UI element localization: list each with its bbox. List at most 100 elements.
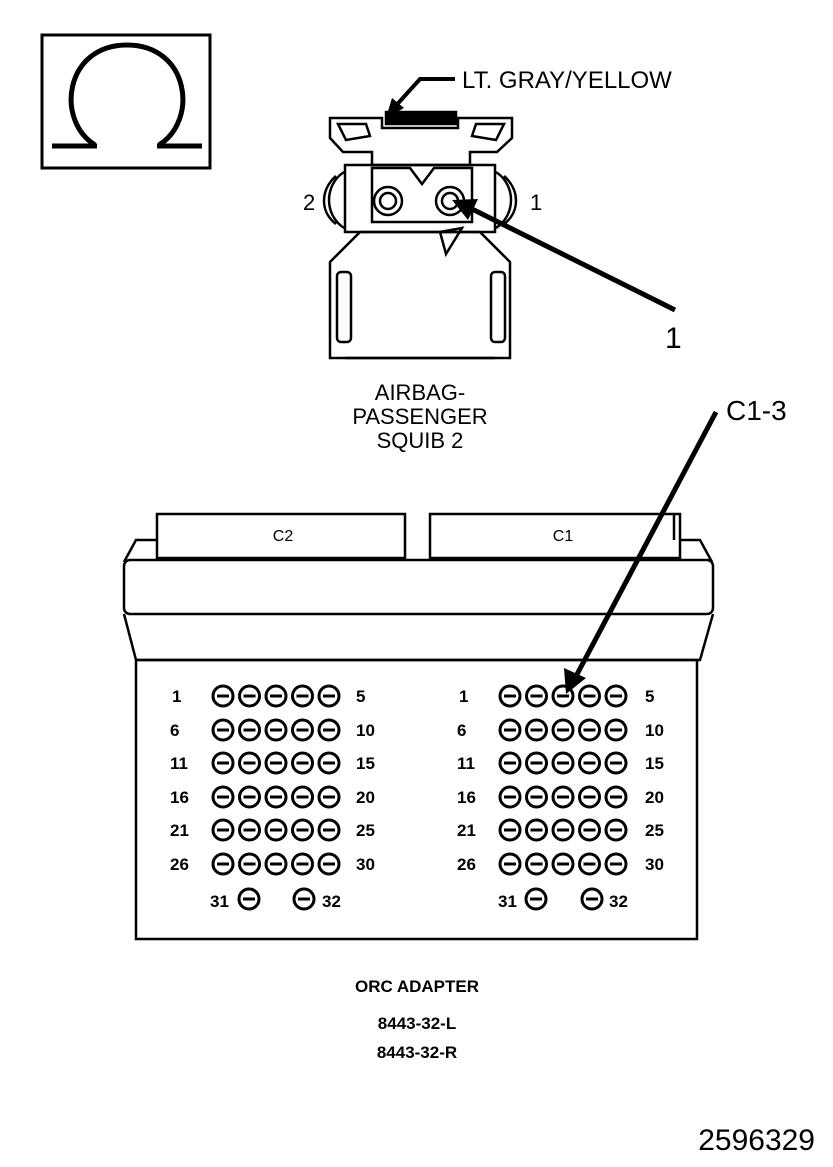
c1-row-start-label: 6 <box>457 721 466 740</box>
pin-sockets <box>211 684 628 911</box>
c2-pin-socket <box>264 751 288 775</box>
c1-pin-socket <box>551 818 575 842</box>
c2-pin-socket <box>237 887 261 911</box>
c2-row-end-label: 25 <box>356 821 375 840</box>
c2-pin-socket <box>317 818 341 842</box>
c1-pin-socket <box>551 751 575 775</box>
squib-pin-1-label: 1 <box>530 190 542 215</box>
c1-row-end-label: 15 <box>645 754 664 773</box>
c1-pin-socket <box>498 684 522 708</box>
c2-pin-31-label: 31 <box>210 892 229 911</box>
connector-c1-label: C1 <box>553 528 574 545</box>
c2-pin-socket <box>211 751 235 775</box>
c2-pin-socket <box>264 785 288 809</box>
c2-row-start-label: 26 <box>170 855 189 874</box>
c1-pin-socket <box>604 852 628 876</box>
callout-c1-3-label: C1-3 <box>726 395 787 426</box>
c2-pin-socket <box>291 785 314 809</box>
c2-row-end-label: 30 <box>356 855 375 874</box>
connector-c2-label: C2 <box>273 528 294 545</box>
callout-1-label: 1 <box>665 322 682 355</box>
c2-pin-socket <box>291 852 314 876</box>
c2-pin-socket <box>211 818 235 842</box>
callout-1-arrow <box>452 199 677 313</box>
c1-pin-socket <box>578 718 601 742</box>
c1-pin-socket <box>551 684 575 708</box>
orc-adapter-body <box>122 512 715 941</box>
c1-pin-socket <box>525 751 548 775</box>
c1-pin-socket <box>524 887 548 911</box>
c2-pin-socket <box>211 785 235 809</box>
c2-pin-socket <box>238 852 261 876</box>
c1-row-end-label: 5 <box>645 687 654 706</box>
c2-row-end-label: 5 <box>356 687 365 706</box>
wire-color-label: LT. GRAY/YELLOW <box>462 67 672 94</box>
c2-pin-32-label: 32 <box>322 892 341 911</box>
c2-pin-socket <box>317 684 341 708</box>
c2-pin-socket <box>291 684 314 708</box>
c2-row-start-label: 21 <box>170 821 189 840</box>
c1-pin-socket <box>604 818 628 842</box>
c2-row-end-label: 20 <box>356 788 375 807</box>
connector-c1-pins: 1 6 11 16 21 26 5 10 15 20 25 30 31 32 <box>457 687 664 911</box>
c2-row-start-label: 11 <box>170 754 188 773</box>
c1-row-start-label: 11 <box>457 754 475 773</box>
squib-connector <box>322 110 518 360</box>
c1-row-end-label: 30 <box>645 855 664 874</box>
c1-row-start-label: 21 <box>457 821 476 840</box>
c1-pin-socket <box>551 785 575 809</box>
wire-color-leader <box>386 77 455 118</box>
figure-id: 2596329 <box>698 1124 815 1157</box>
c1-pin-socket <box>498 718 522 742</box>
c1-pin-socket <box>604 718 628 742</box>
c2-pin-socket <box>238 818 261 842</box>
ohm-symbol-box <box>40 33 212 170</box>
c2-row-end-label: 10 <box>356 721 375 740</box>
c2-pin-socket <box>317 852 341 876</box>
c1-row-start-label: 1 <box>459 687 468 706</box>
adapter-part-number-right: 8443-32-R <box>377 1043 457 1062</box>
c1-pin-socket <box>525 852 548 876</box>
c1-row-end-label: 25 <box>645 821 664 840</box>
c2-pin-socket <box>264 852 288 876</box>
c2-pin-socket <box>291 818 314 842</box>
c2-pin-socket <box>317 751 341 775</box>
c2-pin-socket <box>317 718 341 742</box>
c2-pin-socket <box>317 785 341 809</box>
c1-pin-socket <box>498 818 522 842</box>
c2-row-start-label: 6 <box>170 721 179 740</box>
c1-pin-socket <box>498 852 522 876</box>
c1-pin-socket <box>578 785 601 809</box>
c1-pin-socket <box>498 751 522 775</box>
c2-pin-socket <box>291 751 314 775</box>
c2-pin-socket <box>211 852 235 876</box>
squib-title-line-3: SQUIB 2 <box>377 428 464 453</box>
c1-pin-socket <box>604 785 628 809</box>
c1-pin-socket <box>578 818 601 842</box>
squib-title-line-1: AIRBAG- <box>375 380 465 405</box>
adapter-part-number-left: 8443-32-L <box>378 1014 456 1033</box>
c1-pin-socket <box>604 751 628 775</box>
callout-c1-3-arrow <box>564 410 719 694</box>
connector-c2-pins: 1 6 11 16 21 26 5 10 15 20 25 30 31 32 <box>170 687 375 911</box>
c1-pin-socket <box>525 684 548 708</box>
c2-pin-socket <box>292 887 316 911</box>
c1-row-end-label: 10 <box>645 721 664 740</box>
c2-pin-socket <box>238 718 261 742</box>
c2-pin-socket <box>238 785 261 809</box>
c1-row-start-label: 16 <box>457 788 476 807</box>
c1-pin-socket <box>580 887 604 911</box>
c2-pin-socket <box>238 684 261 708</box>
squib-pin-2-label: 2 <box>303 190 315 215</box>
c1-pin-socket <box>525 818 548 842</box>
c2-pin-socket <box>291 718 314 742</box>
c1-pin-socket <box>525 785 548 809</box>
c2-row-start-label: 1 <box>172 687 181 706</box>
c1-row-start-label: 26 <box>457 855 476 874</box>
c1-pin-socket <box>525 718 548 742</box>
c2-pin-socket <box>264 718 288 742</box>
c2-row-end-label: 15 <box>356 754 375 773</box>
c2-row-start-label: 16 <box>170 788 189 807</box>
c1-pin-socket <box>551 718 575 742</box>
c1-pin-socket <box>578 852 601 876</box>
